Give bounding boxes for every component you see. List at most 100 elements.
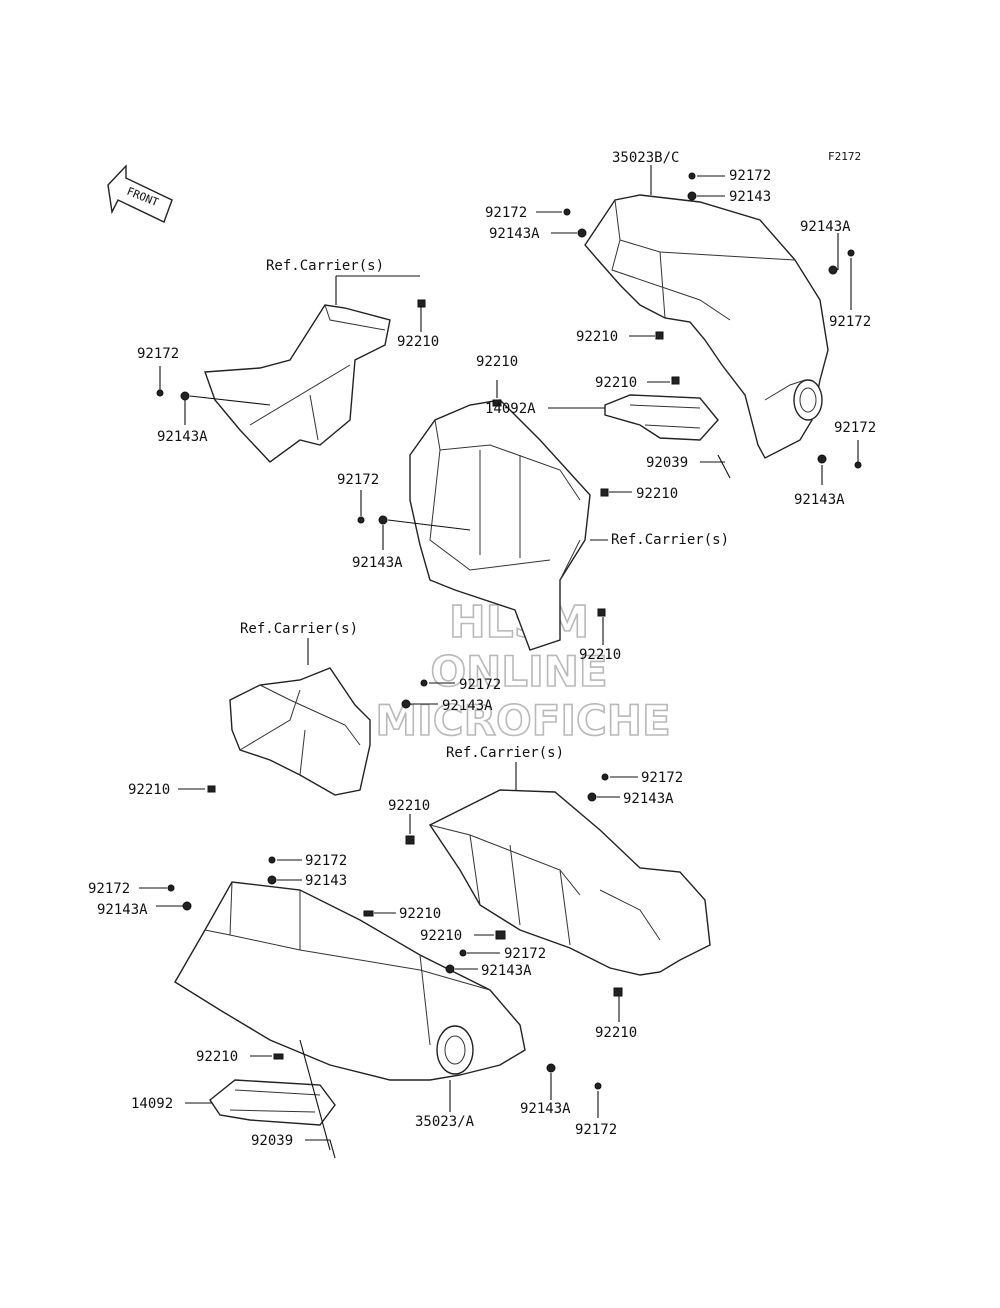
left-mudguard-upper (204, 304, 391, 463)
clip-icon (655, 331, 664, 340)
watermark-line2: ONLINE (430, 647, 607, 696)
nut-icon (546, 1063, 556, 1073)
nut-icon (445, 964, 455, 974)
clip-icon (600, 488, 609, 497)
callout-92172: 92172 (305, 853, 347, 869)
hardware-fasteners (156, 172, 862, 1090)
callout-92172: 92172 (834, 420, 876, 436)
clip-icon (459, 949, 467, 957)
nut-icon (577, 228, 587, 238)
callout-92172: 92172 (504, 946, 546, 962)
nut-icon (378, 515, 388, 525)
callout-92210: 92210 (476, 354, 518, 370)
callout-92143A: 92143A (442, 698, 493, 714)
front-fender-35023A (174, 881, 526, 1081)
callout-92172: 92172 (459, 677, 501, 693)
clip-icon (156, 389, 164, 397)
callout-92143A: 92143A (794, 492, 845, 508)
clip-icon (363, 910, 374, 917)
callout-92172: 92172 (641, 770, 683, 786)
callout-92143: 92143 (729, 189, 771, 205)
front-arrow-icon: FRONT (107, 164, 173, 223)
nut-icon (267, 875, 277, 885)
callout-92210: 92210 (420, 928, 462, 944)
callout-92210: 92210 (576, 329, 618, 345)
rear-fender-35023B (584, 194, 829, 459)
clip-icon (492, 399, 502, 407)
clip-icon (405, 835, 415, 845)
clip-icon (273, 1053, 284, 1060)
leader-lines (139, 165, 859, 1159)
heat-guard-14092 (209, 1079, 336, 1126)
nut-icon (182, 901, 192, 911)
callout-92172: 92172 (829, 314, 871, 330)
callout-92143: 92143 (305, 873, 347, 889)
clip-icon (671, 376, 680, 385)
callout-92143A: 92143A (481, 963, 532, 979)
callout-92210: 92210 (595, 375, 637, 391)
callout-92172: 92172 (137, 346, 179, 362)
callout-92172: 92172 (729, 168, 771, 184)
callout-92172: 92172 (575, 1122, 617, 1138)
nut-icon (587, 792, 597, 802)
clip-icon (597, 608, 606, 617)
callout-14092: 14092 (131, 1096, 173, 1112)
callout-ref-carrier: Ref.Carrier(s) (611, 532, 729, 548)
clip-icon (688, 172, 696, 180)
nut-icon (687, 191, 697, 201)
nut-icon (180, 391, 190, 401)
callout-35023-A: 35023/A (415, 1114, 475, 1130)
clip-icon (420, 679, 428, 687)
clip-icon (613, 987, 623, 997)
callout-ref-carrier: Ref.Carrier(s) (240, 621, 358, 637)
lower-right-carrier (428, 789, 711, 976)
clip-icon (167, 884, 175, 892)
callout-92039: 92039 (251, 1133, 293, 1149)
callout-92143A: 92143A (800, 219, 851, 235)
callouts: 35023B/C 92172 92143 92172 92143A 92143A… (88, 150, 876, 1149)
callout-92210: 92210 (399, 906, 441, 922)
nut-icon (401, 699, 411, 709)
callout-92172: 92172 (337, 472, 379, 488)
callout-92039: 92039 (646, 455, 688, 471)
clip-icon (268, 856, 276, 864)
clip-icon (495, 930, 506, 940)
callout-92172: 92172 (485, 205, 527, 221)
callout-92210: 92210 (397, 334, 439, 350)
callout-92143A: 92143A (489, 226, 540, 242)
figure-id: F2172 (828, 150, 861, 163)
callout-35023B-C: 35023B/C (612, 150, 679, 166)
callout-92143A: 92143A (157, 429, 208, 445)
clip-icon (417, 299, 426, 308)
nut-icon (817, 454, 827, 464)
left-mudguard-middle (229, 667, 371, 796)
clip-icon (594, 1082, 602, 1090)
callout-92143A: 92143A (352, 555, 403, 571)
callout-92143A: 92143A (623, 791, 674, 807)
clip-icon (563, 208, 571, 216)
callout-92143A: 92143A (520, 1101, 571, 1117)
callout-ref-carrier: Ref.Carrier(s) (266, 258, 384, 274)
callout-92210: 92210 (579, 647, 621, 663)
heat-guard-14092A (604, 394, 719, 441)
callout-92143A: 92143A (97, 902, 148, 918)
callout-92210: 92210 (388, 798, 430, 814)
callout-92210: 92210 (595, 1025, 637, 1041)
callout-92210: 92210 (636, 486, 678, 502)
nut-icon (828, 265, 838, 275)
clip-icon (601, 773, 609, 781)
callout-92210: 92210 (196, 1049, 238, 1065)
clip-icon (357, 516, 365, 524)
clip-icon (854, 461, 862, 469)
center-carrier-box (409, 399, 591, 651)
watermark-line3: MICROFICHE (375, 696, 670, 745)
callout-92172: 92172 (88, 881, 130, 897)
clip-icon (207, 785, 216, 793)
callout-ref-carrier: Ref.Carrier(s) (446, 745, 564, 761)
callout-92210: 92210 (128, 782, 170, 798)
clip-icon (847, 249, 855, 257)
watermark: HLSM ONLINE MICROFICHE (375, 596, 672, 746)
callout-14092A: 14092A (485, 401, 536, 417)
